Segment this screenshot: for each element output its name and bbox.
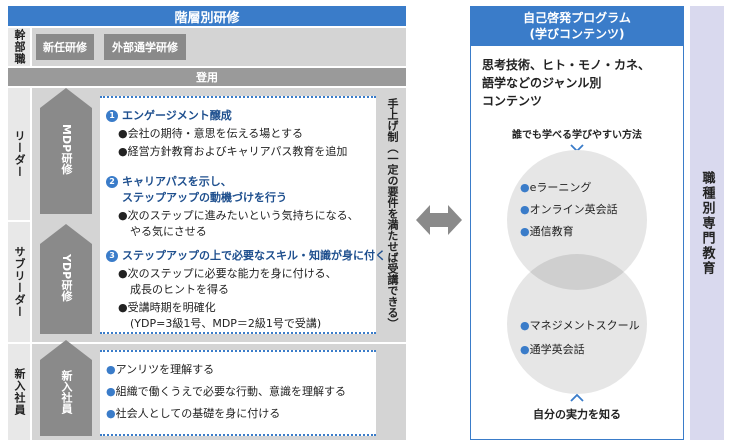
kanbu-item-new-training: 新任研修 bbox=[36, 34, 94, 60]
circle-bottom-item-2-text: 通学英会話 bbox=[529, 343, 585, 356]
new-arrow-shape bbox=[40, 340, 92, 436]
bullet-dot: ● bbox=[520, 319, 530, 332]
block-1-bullet-1-text: 会社の期待・意思を伝える場とする bbox=[127, 127, 303, 140]
right-title-line-1: 自己啓発プログラム bbox=[523, 11, 631, 25]
mdp-training-label: MDP研修 bbox=[60, 124, 73, 175]
new-bullet-2: ●組織で働くうえで必要な行動、意識を理解する bbox=[106, 384, 346, 400]
new-bullet-3-text: 社会人としての基礎を身に付ける bbox=[115, 407, 281, 420]
block-1-bullet-2: ●経営方針教育およびキャリアパス教育を追加 bbox=[118, 144, 347, 160]
block-1-title-line: エンゲージメント醸成 bbox=[122, 109, 232, 122]
bullet-dot: ● bbox=[520, 203, 530, 216]
self-declaration-label: 手上げ制（一定の要件を満たせば受講できる） bbox=[386, 98, 399, 329]
bottom-caption: 自分の実力を知る bbox=[533, 408, 621, 421]
bullet-dot: ● bbox=[118, 127, 128, 140]
bullet-dot: ● bbox=[118, 301, 128, 314]
bullet-dot: ● bbox=[106, 363, 116, 376]
bullet-dot: ● bbox=[520, 225, 530, 238]
venn-diagram bbox=[507, 150, 647, 394]
block-2-bullet-1: ●次のステップに進みたいという気持ちになる、 bbox=[118, 208, 359, 224]
block-1-bullet-1: ●会社の期待・意思を伝える場とする bbox=[118, 126, 303, 142]
circle-bottom-item-1-text: マネジメントスクール bbox=[529, 319, 640, 332]
block-3-bullet-1-line-2: 成長のヒントを得る bbox=[130, 282, 229, 298]
new-bullet-1-text: アンリツを理解する bbox=[115, 363, 215, 376]
new-bullet-3: ●社会人としての基礎を身に付ける bbox=[106, 406, 280, 422]
double-arrow-icon bbox=[416, 205, 462, 235]
bullet-dot: ● bbox=[118, 209, 128, 222]
chevron-up-icon bbox=[570, 394, 584, 402]
right-intro-line-3: コンテンツ bbox=[482, 94, 543, 108]
block-2-title-line-1: キャリアパスを示し、 bbox=[122, 175, 232, 188]
block-2-title-2: ステップアップの動機づけを行う bbox=[122, 190, 287, 206]
block-3-bullet-2-text-2: (YDP=3級1号、MDP＝2級1号で受講) bbox=[130, 317, 322, 330]
right-intro: 思考技術、ヒト・モノ・カネ、 語学などのジャンル別 コンテンツ bbox=[482, 56, 678, 110]
circle-top-item-3-text: 通信教育 bbox=[529, 225, 574, 238]
new-employee-training-label: 新入社員 bbox=[60, 370, 73, 414]
top-caption: 誰でも学べる学びやすい方法 bbox=[512, 130, 642, 141]
bullet-dot: ● bbox=[106, 407, 116, 420]
row-label-kanbu: 幹部職 bbox=[8, 28, 30, 66]
side-label: 職種別専門教育 bbox=[699, 170, 715, 276]
training-arrows bbox=[40, 88, 92, 436]
venn-circle-bottom bbox=[507, 254, 647, 394]
bullet-dot: ● bbox=[118, 267, 128, 280]
block-1-bullet-2-text: 経営方針教育およびキャリアパス教育を追加 bbox=[127, 145, 348, 158]
row-label-new-employee: 新入社員 bbox=[8, 344, 30, 440]
circle-top-item-1-text: eラーニング bbox=[529, 181, 592, 194]
promotion-label: 登用 bbox=[196, 71, 218, 84]
block-3-bullet-2: ●受講時期を明確化 bbox=[118, 300, 216, 316]
ydp-training-label: YDP研修 bbox=[60, 254, 73, 302]
circle-bottom-item-2: ●通学英会話 bbox=[520, 342, 585, 358]
mdp-arrow-shape bbox=[40, 88, 92, 214]
block-2-bullet-1-line-2: やる気にさせる bbox=[130, 224, 207, 240]
ydp-arrow-shape bbox=[40, 224, 92, 334]
circle-top-item-1: ●eラーニング bbox=[520, 180, 591, 196]
new-bullet-2-text: 組織で働くうえで必要な行動、意識を理解する bbox=[115, 385, 347, 398]
bullet-dot: ● bbox=[106, 385, 116, 398]
block-3-title-line: ステップアップの上で必要なスキル・知識が身に付く bbox=[122, 249, 386, 262]
right-title-line-2: (学びコンテンツ) bbox=[529, 27, 625, 41]
block-3-title: 3 ステップアップの上で必要なスキル・知識が身に付く bbox=[106, 248, 386, 264]
block-1-title: 1 エンゲージメント醸成 bbox=[106, 108, 232, 124]
kanbu-row-box bbox=[32, 28, 406, 66]
block-2-number: 2 bbox=[106, 176, 118, 188]
kanbu-item-external-training: 外部通学研修 bbox=[104, 34, 186, 60]
bullet-dot: ● bbox=[520, 181, 530, 194]
block-3-bullet-2-line-2: (YDP=3級1号、MDP＝2級1号で受講) bbox=[130, 316, 321, 332]
circle-top-item-2-text: オンライン英会話 bbox=[529, 203, 618, 216]
bullet-dot: ● bbox=[118, 145, 128, 158]
block-3-bullet-1-text-2: 成長のヒントを得る bbox=[130, 283, 229, 296]
block-3-number: 3 bbox=[106, 250, 118, 262]
block-2-title: 2 キャリアパスを示し、 bbox=[106, 174, 232, 190]
block-2-title-line-2: ステップアップの動機づけを行う bbox=[122, 191, 287, 204]
promotion-bar bbox=[8, 68, 406, 86]
block-1-number: 1 bbox=[106, 110, 118, 122]
new-employee-content-box bbox=[100, 350, 376, 436]
block-3-bullet-1: ●次のステップに必要な能力を身に付ける、 bbox=[118, 266, 337, 282]
circle-top-item-2: ●オンライン英会話 bbox=[520, 202, 618, 218]
right-intro-line-1: 思考技術、ヒト・モノ・カネ、 bbox=[482, 58, 651, 72]
block-2-bullet-1-text: 次のステップに進みたいという気持ちになる、 bbox=[127, 209, 359, 222]
row-label-subleader: サブリーダー bbox=[8, 222, 30, 342]
leader-content-box bbox=[100, 96, 376, 334]
side-label-box bbox=[690, 6, 724, 440]
circle-top-item-3: ●通信教育 bbox=[520, 224, 574, 240]
block-2-bullet-1-text-2: やる気にさせる bbox=[130, 225, 207, 238]
row-label-leader: リーダー bbox=[8, 88, 30, 220]
block-3-bullet-2-text: 受講時期を明確化 bbox=[127, 301, 216, 314]
new-bullet-1: ●アンリツを理解する bbox=[106, 362, 214, 378]
bullet-dot: ● bbox=[520, 343, 530, 356]
circle-bottom-item-1: ●マネジメントスクール bbox=[520, 318, 640, 334]
block-3-bullet-1-text: 次のステップに必要な能力を身に付ける、 bbox=[127, 267, 337, 280]
right-intro-line-2: 語学などのジャンル別 bbox=[482, 76, 602, 90]
venn-circle-top bbox=[507, 150, 647, 290]
left-panel-title: 階層別研修 bbox=[8, 6, 406, 26]
right-panel-title: 自己啓発プログラム (学びコンテンツ) bbox=[470, 6, 684, 46]
